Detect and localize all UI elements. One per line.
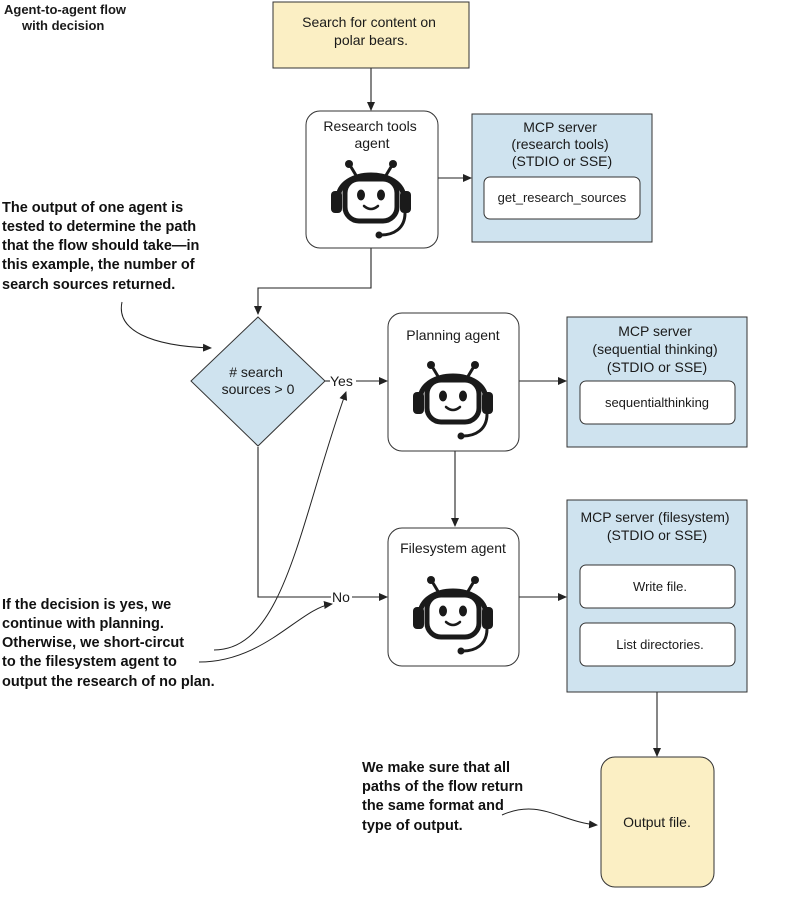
mcp-sequential-label: MCP server (sequential thinking) (STDIO …: [592, 323, 721, 375]
output-note-pointer: [501, 808, 598, 829]
decision-note-pointer: [120, 301, 212, 352]
mcp-research-tool-label: get_research_sources: [498, 190, 627, 205]
mcp-fs-list-label: List directories.: [616, 637, 703, 652]
yes-label: Yes: [330, 373, 353, 389]
mcp-research-label: MCP server (research tools) (STDIO or SS…: [511, 119, 612, 169]
output-note: We make sure that all paths of the flow …: [362, 760, 527, 834]
mcp-research-tool-box: [483, 176, 641, 220]
output-file-box: [600, 756, 715, 888]
edge-research-to-decision: [254, 248, 372, 315]
branch-note: If the decision is yes, we continue with…: [2, 597, 215, 690]
edge-decision-no: [257, 447, 331, 598]
mcp-filesystem-label: MCP server (filesystem) (STDIO or SSE): [581, 509, 734, 543]
no-label: No: [332, 589, 350, 605]
mcp-sequential-tool-box: [579, 380, 736, 425]
planning-agent-label: Planning agent: [406, 327, 500, 343]
mcp-fs-list-box: [579, 622, 736, 667]
search-prompt-text: Search for content on polar bears.: [302, 14, 440, 48]
mcp-fs-write-box: [579, 564, 736, 609]
decision-label: # search sources > 0: [222, 364, 295, 397]
title-line: Agent-to-agent flow: [4, 2, 127, 17]
mcp-fs-write-label: Write file.: [633, 579, 687, 594]
filesystem-agent-label: Filesystem agent: [400, 540, 506, 556]
research-agent-label: Research tools agent: [323, 118, 420, 151]
mcp-sequential-tool-label: sequentialthinking: [605, 395, 709, 410]
decision-diamond: [190, 316, 326, 447]
branch-note-pointer-yes: [213, 391, 348, 651]
branch-note-pointer-no: [198, 601, 333, 663]
search-prompt-box: [272, 1, 470, 69]
title-line: with decision: [21, 18, 104, 33]
diagram-title: Agent-to-agent flow with decision: [4, 2, 130, 33]
decision-note: The output of one agent is tested to det…: [2, 200, 203, 293]
output-file-label: Output file.: [623, 814, 691, 830]
